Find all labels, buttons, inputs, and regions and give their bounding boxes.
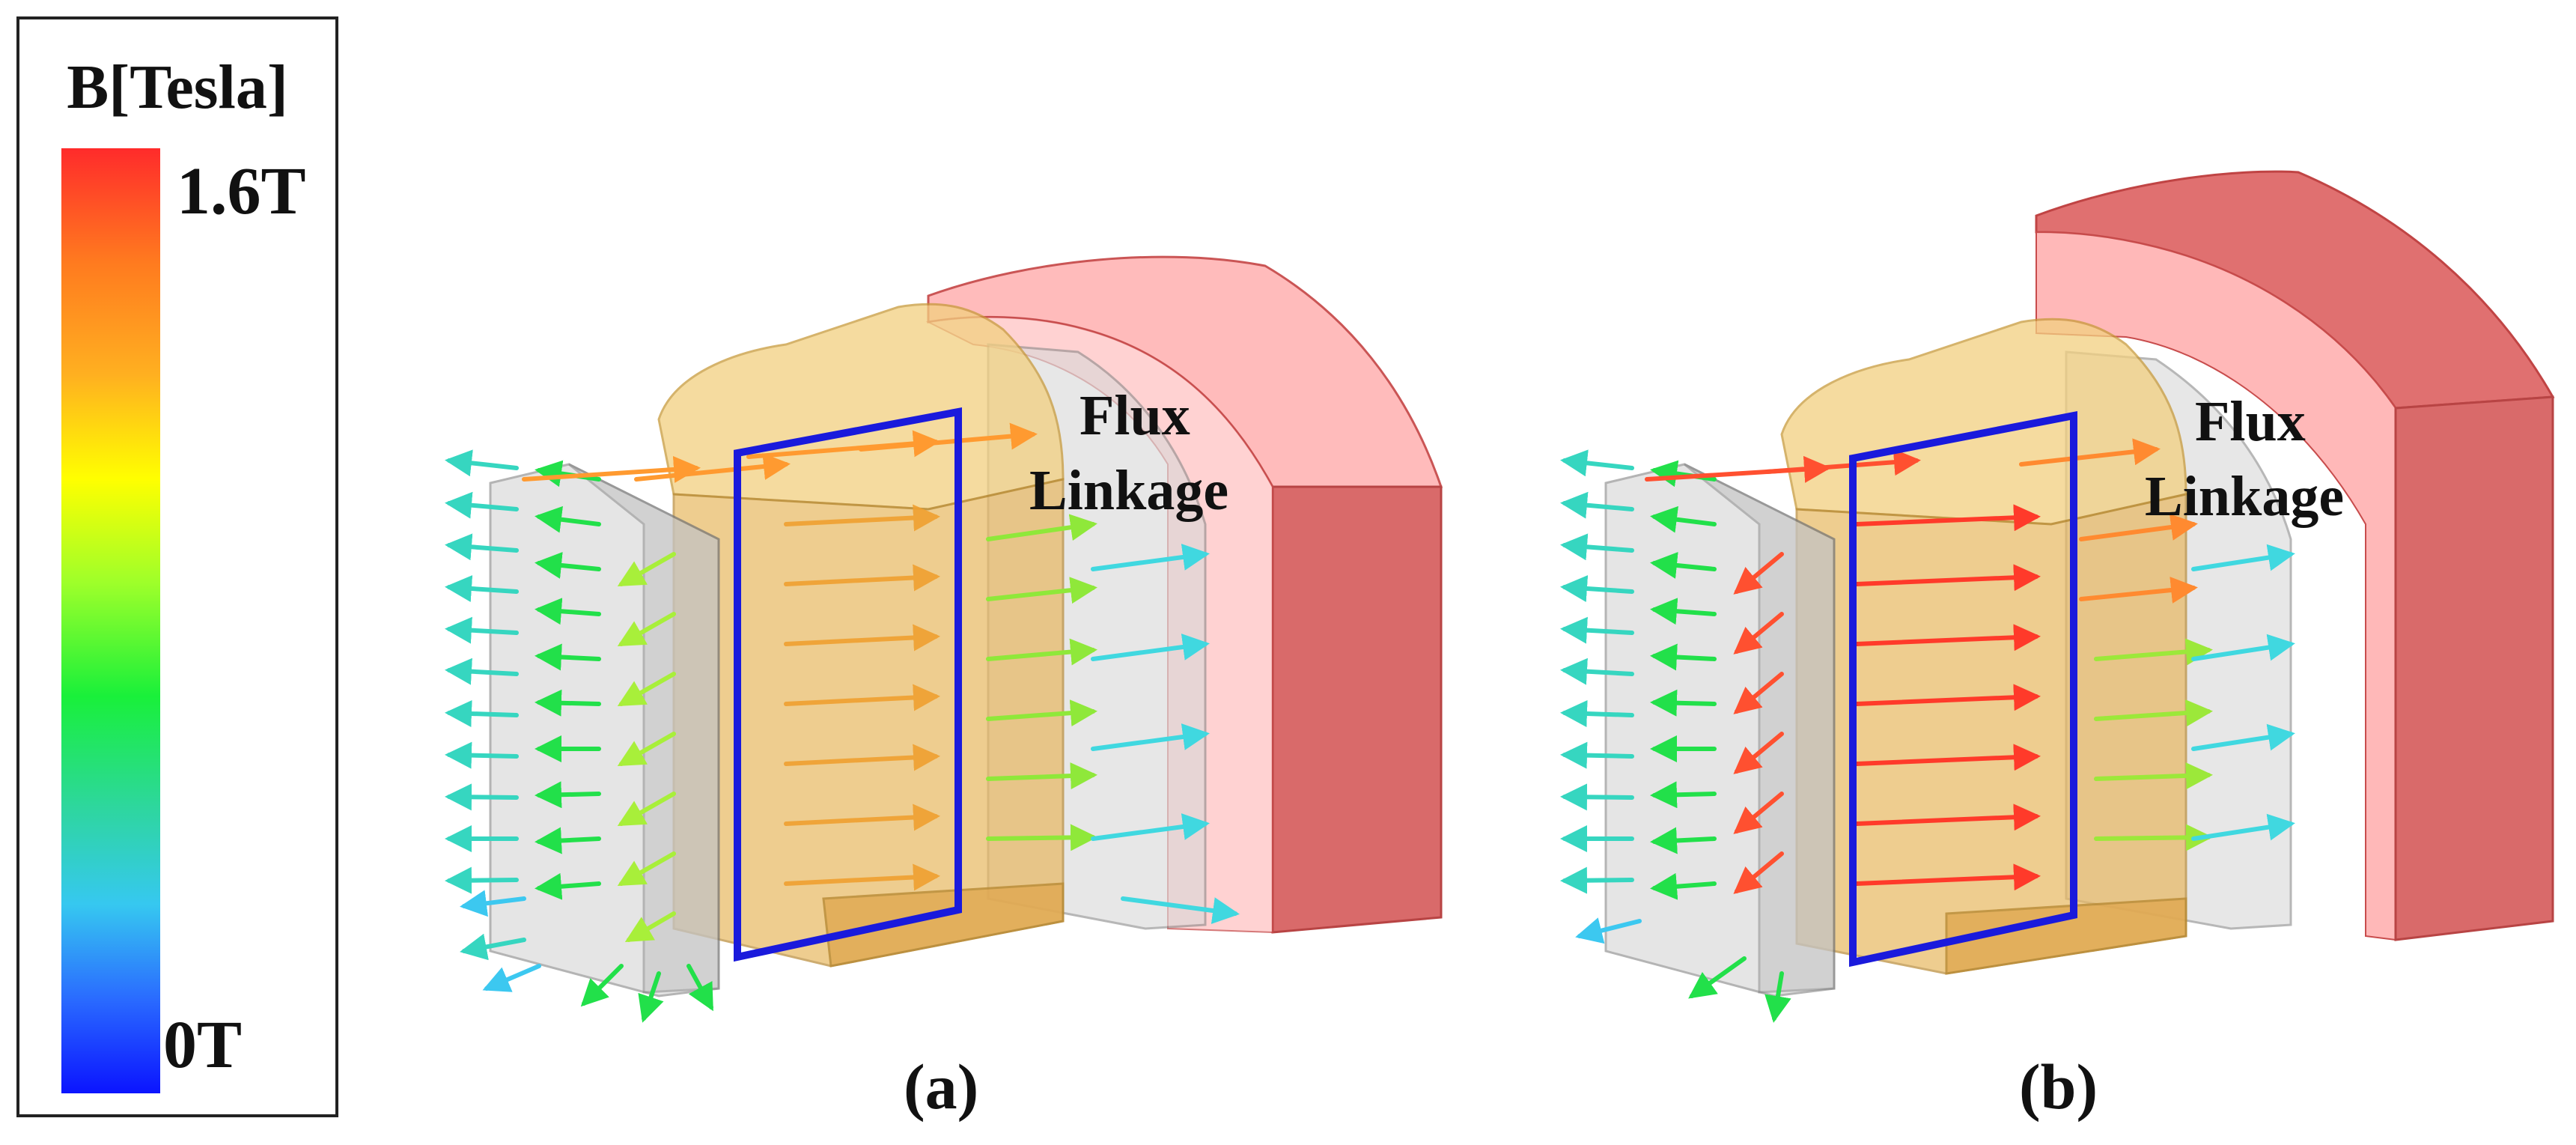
- legend-max-label: 1.6T: [177, 154, 306, 228]
- panel-a-coil-top: [657, 303, 1065, 511]
- panel-a-label: (a): [904, 1051, 978, 1123]
- panel-a-flux-linkage-loop: [734, 407, 962, 962]
- panel-b-core-left-front: [1684, 463, 1836, 994]
- panel-b-flux-label-line1: Flux: [2195, 390, 2306, 453]
- panel-b-flux-arrows: [1560, 438, 2295, 1023]
- panel-a-core-left-front: [568, 463, 720, 994]
- legend-title: B[Tesla]: [67, 52, 288, 122]
- panel-b-coil-top: [1780, 318, 2187, 526]
- panel-b-coil-base: [1945, 897, 2187, 975]
- colorbar-legend: B[Tesla] 1.6T 0T: [16, 16, 338, 1117]
- colorbar-gradient: [61, 148, 160, 1093]
- panel-b-flux-linkage-loop: [1849, 410, 2077, 968]
- legend-min-label: 0T: [163, 1008, 243, 1082]
- panel-b-label: (b): [2019, 1051, 2098, 1123]
- panel-b-flux-label-line2: Linkage: [2145, 465, 2344, 528]
- panel-a-magnet-side: [1271, 485, 1443, 934]
- panel-b-magnet-face: [2035, 231, 2396, 941]
- panel-a-flux-arrows: [445, 422, 1240, 1023]
- panel-b-geometry: [1604, 170, 2555, 997]
- panel-a-coil-base: [822, 882, 1065, 968]
- panel-b-core-left: [1604, 463, 1836, 997]
- panel-b-magnet-side: [2394, 395, 2554, 941]
- panel-a-flux-label-line2: Linkage: [1029, 459, 1228, 522]
- panel-a-flux-label-line1: Flux: [1080, 384, 1190, 447]
- panel-a-geometry: [489, 255, 1443, 997]
